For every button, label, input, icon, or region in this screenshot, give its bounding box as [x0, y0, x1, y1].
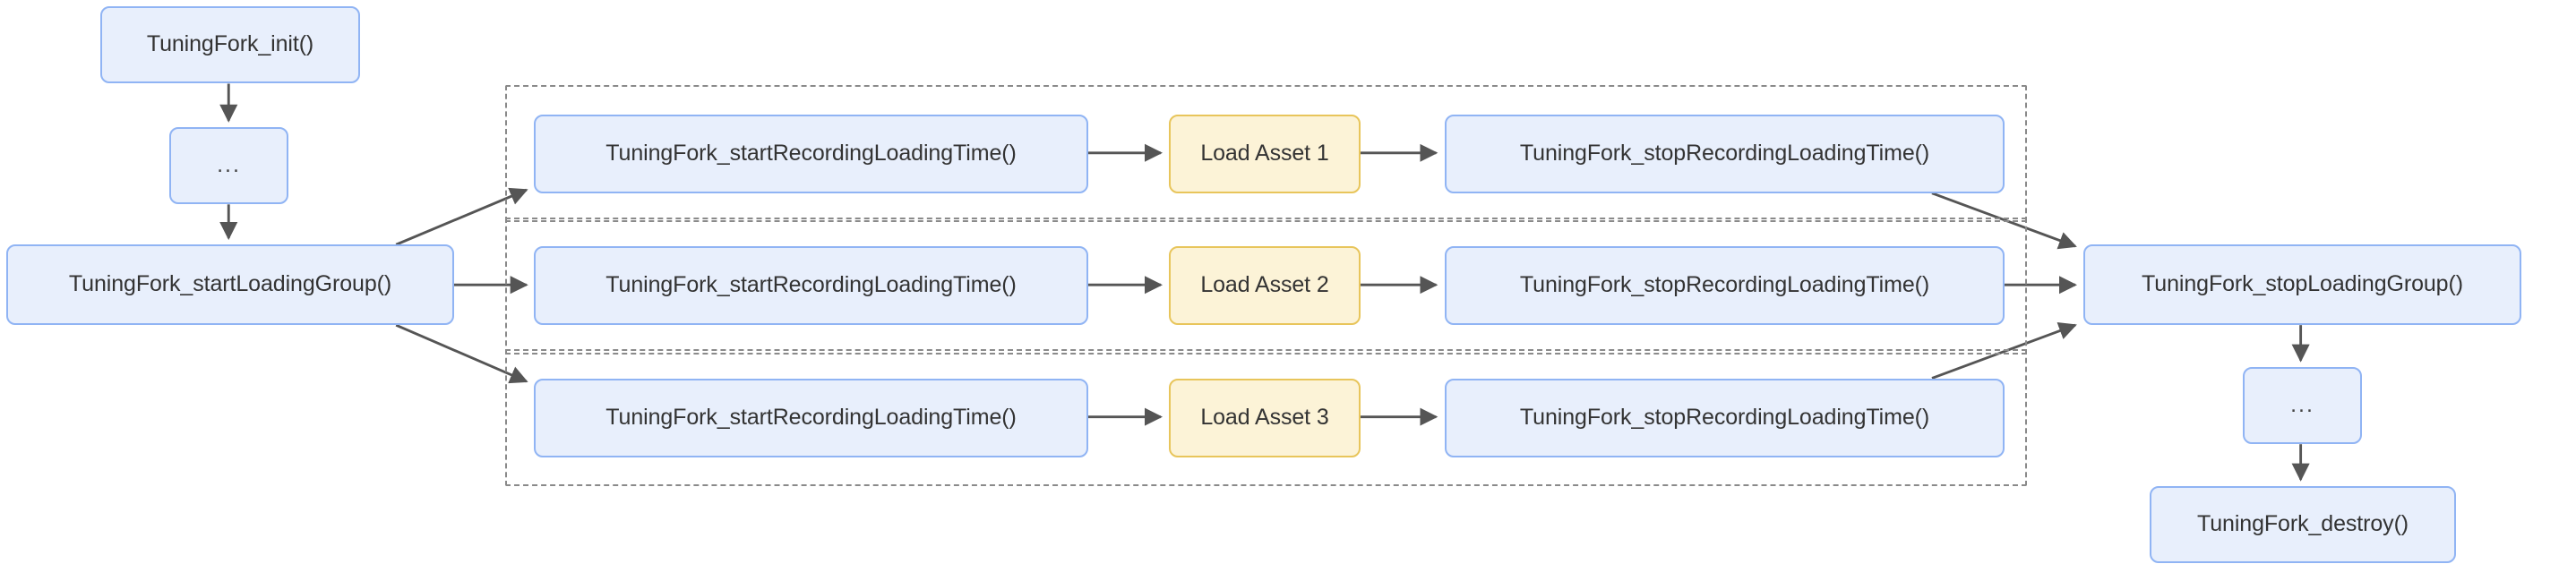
group-row-2 — [505, 218, 2027, 355]
node-tuningfork-init[interactable]: TuningFork_init() — [100, 6, 360, 83]
node-tuningfork-destroy[interactable]: TuningFork_destroy() — [2150, 486, 2456, 563]
node-ellipsis-top[interactable]: ... — [169, 127, 288, 204]
node-stop-recording-loading-time-1[interactable]: TuningFork_stopRecordingLoadingTime() — [1445, 115, 2005, 193]
node-load-asset-1[interactable]: Load Asset 1 — [1169, 115, 1361, 193]
group-row-3 — [505, 349, 2027, 486]
node-tuningfork-stop-loading-group[interactable]: TuningFork_stopLoadingGroup() — [2083, 244, 2521, 325]
node-tuningfork-start-loading-group[interactable]: TuningFork_startLoadingGroup() — [6, 244, 454, 325]
node-start-recording-loading-time-3[interactable]: TuningFork_startRecordingLoadingTime() — [534, 379, 1088, 457]
node-load-asset-2[interactable]: Load Asset 2 — [1169, 246, 1361, 325]
node-ellipsis-bottom[interactable]: ... — [2243, 367, 2362, 444]
node-stop-recording-loading-time-2[interactable]: TuningFork_stopRecordingLoadingTime() — [1445, 246, 2005, 325]
node-stop-recording-loading-time-3[interactable]: TuningFork_stopRecordingLoadingTime() — [1445, 379, 2005, 457]
node-start-recording-loading-time-2[interactable]: TuningFork_startRecordingLoadingTime() — [534, 246, 1088, 325]
group-row-1 — [505, 85, 2027, 222]
node-start-recording-loading-time-1[interactable]: TuningFork_startRecordingLoadingTime() — [534, 115, 1088, 193]
node-load-asset-3[interactable]: Load Asset 3 — [1169, 379, 1361, 457]
